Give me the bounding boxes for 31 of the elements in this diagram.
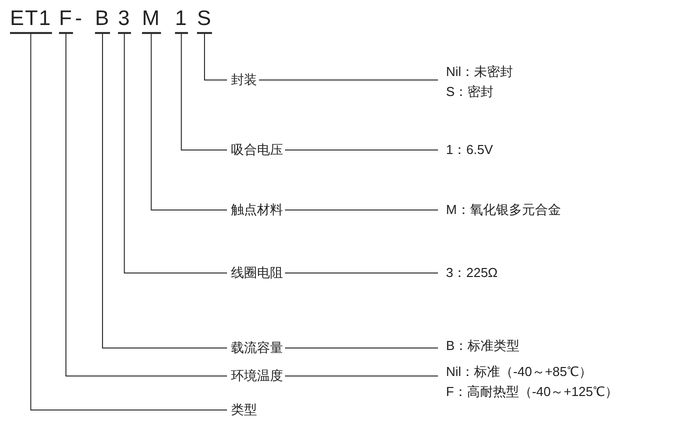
option-text: 3：225Ω <box>446 264 498 282</box>
leader-line <box>180 34 228 150</box>
code-text: B <box>95 6 110 32</box>
leader-line <box>65 34 228 376</box>
label-text: 封装 <box>231 71 257 89</box>
code-text: 1 <box>175 6 188 32</box>
code-text: S <box>197 6 212 32</box>
leader-line <box>30 34 228 410</box>
option-text: Nil：标准（-40～+85℃） <box>446 363 594 381</box>
code-text: ET1 <box>10 6 52 32</box>
option-text: 1：6.5V <box>446 141 493 159</box>
code-text: F <box>59 6 73 32</box>
label-text: 线圈电阻 <box>231 264 283 282</box>
code-text: 3 <box>118 6 131 32</box>
label-text: 载流容量 <box>231 339 283 357</box>
option-text: B：标准类型 <box>446 337 520 355</box>
leader-line <box>150 34 228 210</box>
option-text: S：密封 <box>446 83 495 101</box>
option-text: M：氧化银多元合金 <box>446 201 561 219</box>
option-text: Nil：未密封 <box>446 63 514 81</box>
label-text: 环境温度 <box>231 367 283 385</box>
leader-line <box>284 272 438 274</box>
hyphen: - <box>75 6 82 32</box>
leader-line <box>102 34 228 348</box>
label-text: 触点材料 <box>231 201 283 219</box>
label-text: 吸合电压 <box>231 141 283 159</box>
leader-line <box>204 34 228 80</box>
label-text: 类型 <box>231 401 257 419</box>
leader-line <box>124 34 228 274</box>
code-text: M <box>142 6 160 32</box>
option-text: F：高耐热型（-40～+125℃） <box>446 383 618 401</box>
